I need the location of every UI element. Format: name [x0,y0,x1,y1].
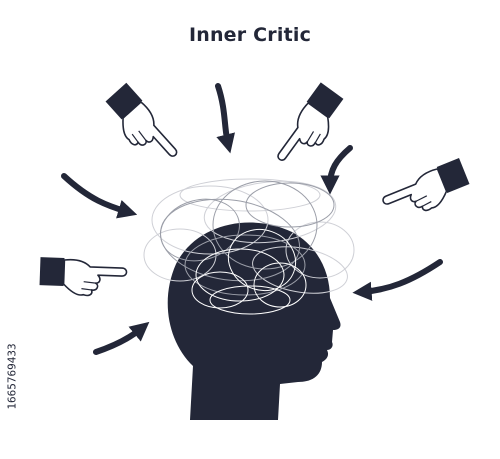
tangled-thoughts-icon [143,178,355,315]
head-silhouette-icon [167,222,341,420]
curved-arrow-icon [61,83,443,355]
illustration-title: Inner Critic [188,24,312,46]
stock-id-label: 1665769433 [5,343,19,410]
